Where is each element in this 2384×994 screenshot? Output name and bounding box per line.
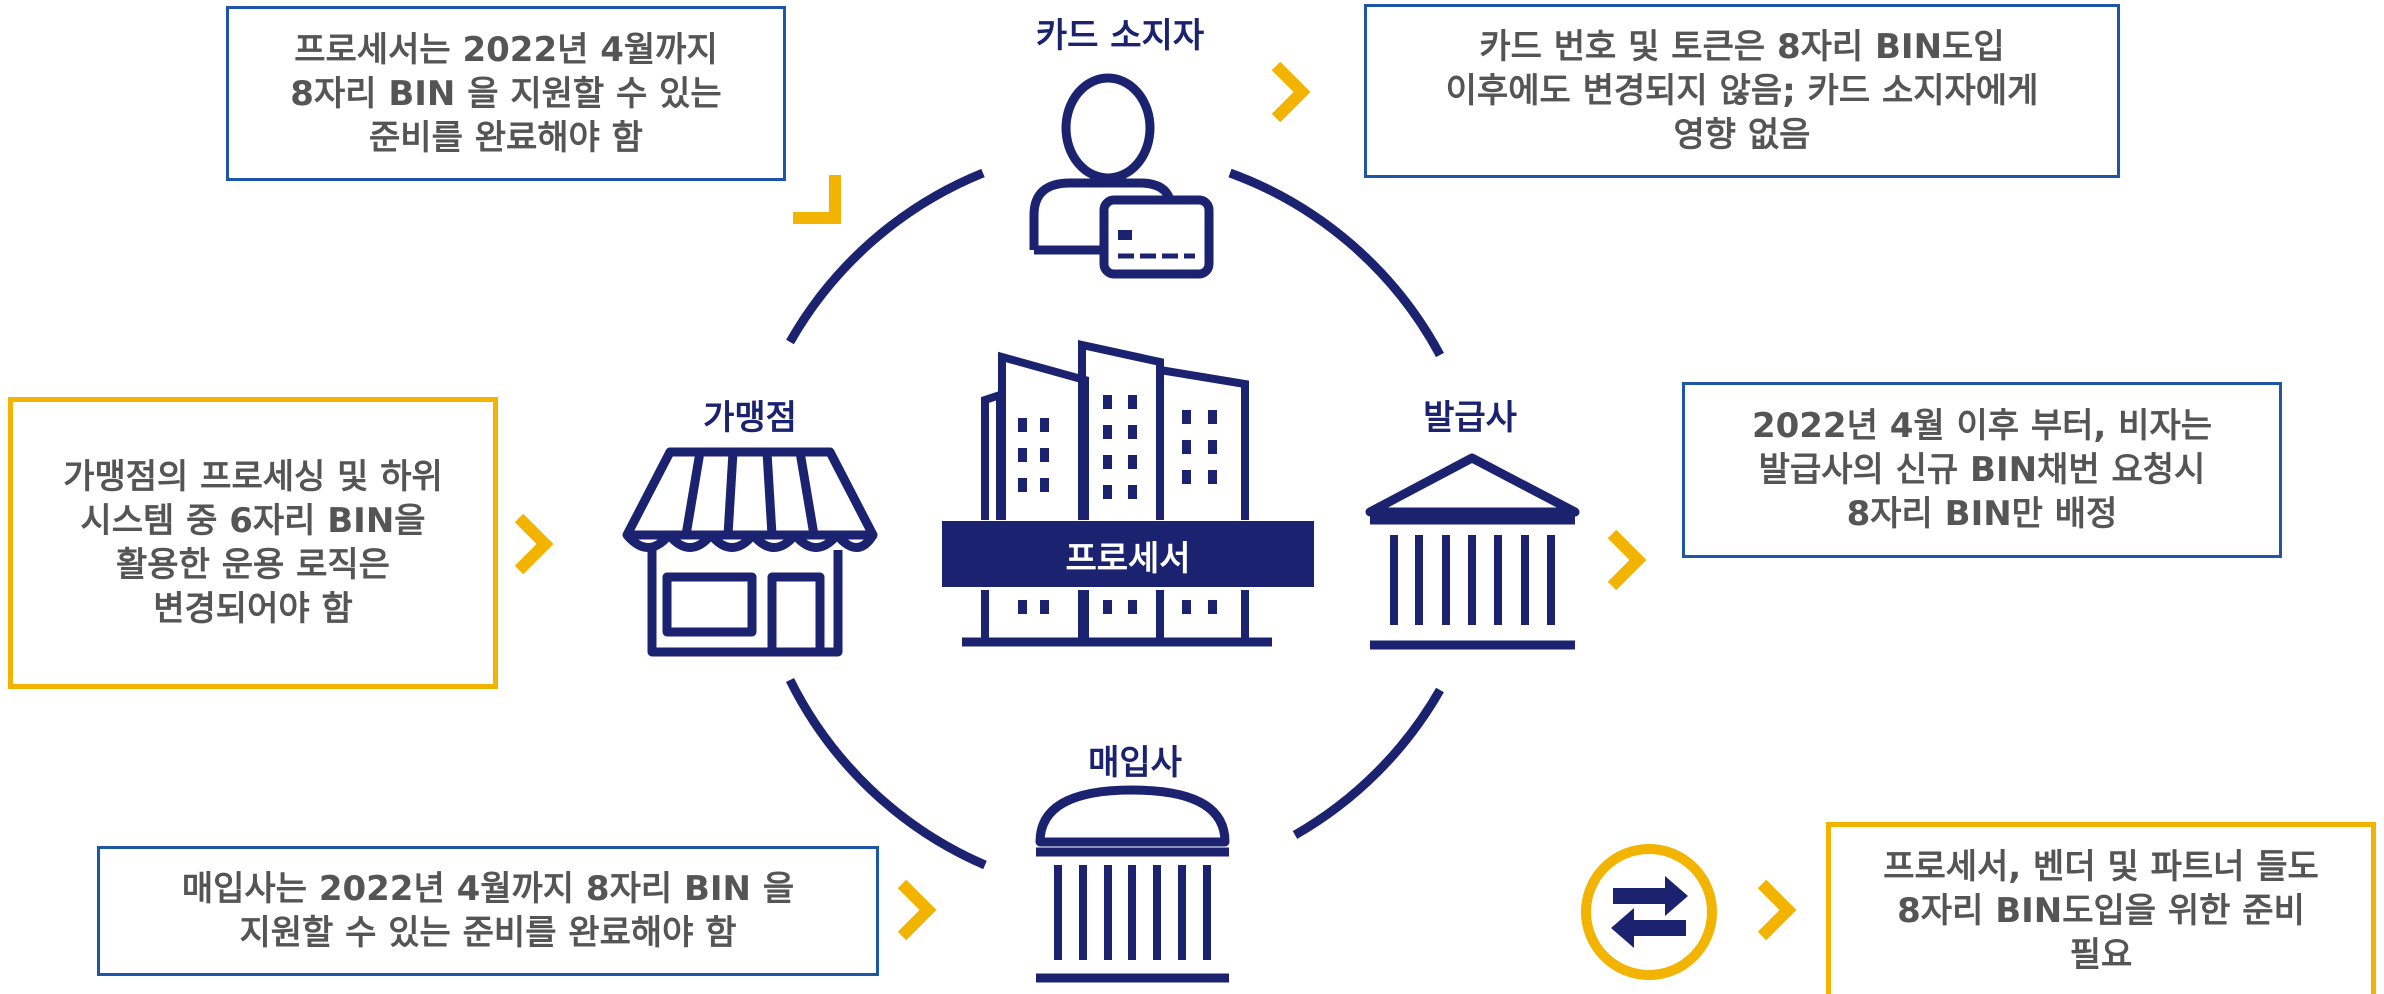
processor-label: 프로세서 <box>1065 539 1191 579</box>
cardholder-info-box: 카드 번호 및 토큰은 8자리 BIN도입 이후에도 변경되지 않음; 카드 소… <box>1364 4 2120 178</box>
acquirer-info-text: 매입사는 2022년 4월까지 8자리 BIN 을 지원할 수 있는 준비를 완… <box>181 869 795 953</box>
arc-bottom-right <box>1292 687 1444 839</box>
merchant-info-box: 가맹점의 프로세싱 및 하위 시스템 중 6자리 BIN을 활용한 운용 로직은… <box>8 397 498 689</box>
acquirer-label: 매입사 <box>1088 743 1182 783</box>
cardholder-icon <box>1029 73 1214 279</box>
exchange-icon <box>1581 844 1717 980</box>
issuer-info-text: 2022년 4월 이후 부터, 비자는 발급사의 신규 BIN채번 요청시 8자… <box>1751 406 2213 534</box>
merchant-label: 가맹점 <box>703 398 797 438</box>
issuer-info-box: 2022년 4월 이후 부터, 비자는 발급사의 신규 BIN채번 요청시 8자… <box>1682 382 2282 558</box>
processor-requirement-text: 프로세서는 2022년 4월까지 8자리 BIN 을 지원할 수 있는 준비를 … <box>290 29 722 158</box>
vendor-info-text: 프로세서, 벤더 및 파트너 들도 8자리 BIN도입을 위한 준비 필요 <box>1883 846 2319 975</box>
arc-top-left <box>786 168 985 345</box>
store-icon <box>622 447 878 657</box>
cardholder-label: 카드 소지자 <box>1035 16 1205 56</box>
building-icon <box>942 340 1314 647</box>
vendor-info-box: 프로세서, 벤더 및 파트너 들도 8자리 BIN도입을 위한 준비 필요 <box>1826 822 2376 994</box>
arc-top-right <box>1228 168 1444 358</box>
acquirer-info-box: 매입사는 2022년 4월까지 8자리 BIN 을 지원할 수 있는 준비를 완… <box>97 846 879 976</box>
corner-arrow-icon <box>793 175 841 224</box>
cardholder-info-text: 카드 번호 및 토큰은 8자리 BIN도입 이후에도 변경되지 않음; 카드 소… <box>1445 27 2039 155</box>
bank-icon <box>1365 453 1580 650</box>
chevron-right-icon <box>514 61 1797 941</box>
merchant-info-text: 가맹점의 프로세싱 및 하위 시스템 중 6자리 BIN을 활용한 운용 로직은… <box>63 457 443 629</box>
arc-bottom-left <box>785 678 987 870</box>
acquirer-bank-icon <box>1035 785 1230 983</box>
processor-requirement-box: 프로세서는 2022년 4월까지 8자리 BIN 을 지원할 수 있는 준비를 … <box>226 6 786 181</box>
issuer-label: 발급사 <box>1423 398 1517 438</box>
